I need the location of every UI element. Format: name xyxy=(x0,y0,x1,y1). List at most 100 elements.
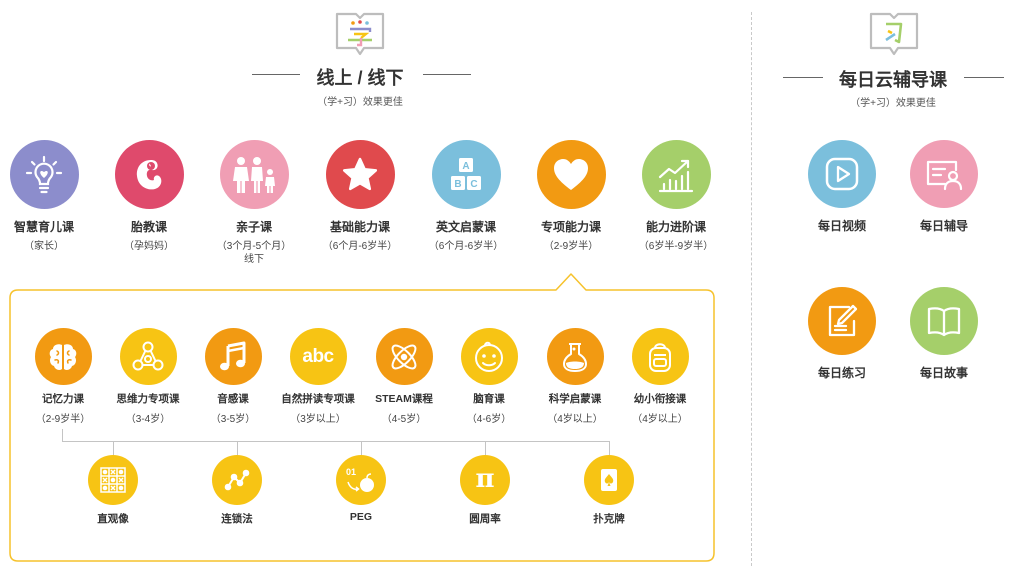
right-header-subtitle: （学+习）效果更佳 xyxy=(850,98,936,109)
memory-method-circle: π xyxy=(460,455,510,505)
star-icon xyxy=(342,157,378,190)
course-label: 专项能力课 xyxy=(540,220,601,234)
left-header-title: 线上 / 线下 xyxy=(316,68,404,88)
special-course-node[interactable]: STEAM课程 （4-5岁） xyxy=(358,328,450,425)
special-course-label: 科学启蒙课 xyxy=(548,393,602,405)
flask-icon xyxy=(563,342,587,372)
special-course-label: STEAM课程 xyxy=(375,393,433,405)
course-label: 能力进阶课 xyxy=(645,220,706,234)
course-mode: 线下 xyxy=(244,254,264,265)
video-icon xyxy=(825,157,859,191)
header-rule-left xyxy=(252,74,300,75)
daily-course-label: 每日辅导 xyxy=(919,219,968,233)
memory-method-label: 圆周率 xyxy=(469,513,501,525)
course-node[interactable]: 基础能力课 （6个月-6岁半） xyxy=(310,140,410,253)
special-course-node[interactable]: 记忆力课 （2-9岁半） xyxy=(17,328,109,425)
course-label: 胎教课 xyxy=(130,220,167,234)
special-course-label: 思维力专项课 xyxy=(116,393,180,405)
special-course-age: （4岁以上） xyxy=(632,414,688,425)
daily-course-node[interactable]: 每日故事 xyxy=(894,287,994,381)
daily-course-node[interactable]: 每日辅导 xyxy=(894,140,994,234)
growth-chart-icon xyxy=(658,159,694,192)
special-course-label: 记忆力课 xyxy=(42,393,84,405)
memory-method-node[interactable]: 扑克牌 xyxy=(569,455,649,526)
network-icon xyxy=(132,341,164,370)
baby-face-icon xyxy=(475,341,503,372)
course-label: 基础能力课 xyxy=(329,220,390,234)
course-age: （6个月-6岁半） xyxy=(428,241,504,252)
svg-text:C: C xyxy=(470,179,477,190)
xi-book-icon xyxy=(869,12,919,56)
daily-course-circle xyxy=(910,287,978,355)
daily-course-circle xyxy=(910,140,978,208)
special-course-circle xyxy=(631,328,689,385)
course-age: （3个月-5个月） xyxy=(216,241,292,252)
course-age: （2-9岁半） xyxy=(543,241,599,252)
brain-icon xyxy=(49,343,77,370)
special-course-age: （3岁以上） xyxy=(290,414,346,425)
tree-connector xyxy=(485,441,486,455)
course-node[interactable]: 能力进阶课 （6岁半-9岁半） xyxy=(626,140,726,253)
course-circle xyxy=(325,140,395,209)
memory-method-node[interactable]: π 圆周率 xyxy=(445,455,525,526)
course-node[interactable]: 专项能力课 （2-9岁半） xyxy=(521,140,621,253)
header-rule-left xyxy=(783,77,823,78)
course-age: （6个月-6岁半） xyxy=(322,241,398,252)
tree-connector xyxy=(237,441,238,455)
tree-connector xyxy=(62,441,610,442)
special-course-label: 自然拼读专项课 xyxy=(281,393,355,405)
course-age: （6岁半-9岁半） xyxy=(638,241,714,252)
special-course-label: 音感课 xyxy=(217,393,249,405)
special-course-circle xyxy=(204,328,262,385)
course-node[interactable]: 亲子课 （3个月-5个月） 线下 xyxy=(204,140,304,266)
music-note-icon xyxy=(220,341,246,370)
peg-number-icon: 01 xyxy=(346,467,357,477)
memory-method-circle xyxy=(88,455,138,505)
special-course-age: （3-4岁） xyxy=(125,414,171,425)
daily-course-label: 每日视频 xyxy=(817,219,866,233)
memory-method-node[interactable]: 直观像 xyxy=(73,455,153,526)
tree-connector xyxy=(62,429,63,442)
course-circle xyxy=(9,140,79,209)
family-icon xyxy=(233,156,275,193)
exercise-icon xyxy=(828,304,858,337)
memory-method-node[interactable]: 01 PEG xyxy=(321,455,401,523)
special-course-node[interactable]: 幼小衔接课 （4岁以上） xyxy=(614,328,706,425)
tree-connector xyxy=(113,441,114,455)
daily-course-node[interactable]: 每日视频 xyxy=(792,140,892,234)
course-node[interactable]: 智慧育儿课 （家长） xyxy=(0,140,94,253)
left-header-subtitle: （学+习）效果更佳 xyxy=(317,97,403,108)
tree-connector xyxy=(609,441,610,455)
tutor-icon xyxy=(926,160,963,191)
right-header-title: 每日云辅导课 xyxy=(839,70,947,90)
special-course-node[interactable]: 脑育课 （4-6岁） xyxy=(443,328,535,425)
daily-course-node[interactable]: 每日练习 xyxy=(792,287,892,381)
grid-icon xyxy=(100,467,126,493)
special-course-label: 幼小衔接课 xyxy=(633,393,687,405)
special-course-node[interactable]: abc 自然拼读专项课 （3岁以上） xyxy=(272,328,364,425)
memory-method-circle xyxy=(212,455,262,505)
course-node[interactable]: 胎教课 （孕妈妈） xyxy=(99,140,199,253)
course-circle xyxy=(641,140,711,209)
special-course-node[interactable]: 思维力专项课 （3-4岁） xyxy=(102,328,194,425)
chain-icon xyxy=(224,469,250,491)
memory-method-node[interactable]: 连锁法 xyxy=(197,455,277,526)
fetus-icon xyxy=(136,159,162,189)
memory-method-label: PEG xyxy=(349,511,373,523)
book-icon xyxy=(927,307,961,337)
atom-icon xyxy=(391,344,417,369)
special-course-age: （4岁以上） xyxy=(547,414,603,425)
memory-method-label: 扑克牌 xyxy=(593,513,625,525)
abc-text-icon: abc xyxy=(302,345,334,367)
special-course-node[interactable]: 音感课 （3-5岁） xyxy=(187,328,279,425)
course-label: 英文启蒙课 xyxy=(435,220,496,234)
special-course-circle xyxy=(34,328,92,385)
memory-method-circle xyxy=(584,455,634,505)
special-course-circle xyxy=(375,328,433,385)
memory-method-circle: 01 xyxy=(336,455,386,505)
special-course-node[interactable]: 科学启蒙课 （4岁以上） xyxy=(529,328,621,425)
